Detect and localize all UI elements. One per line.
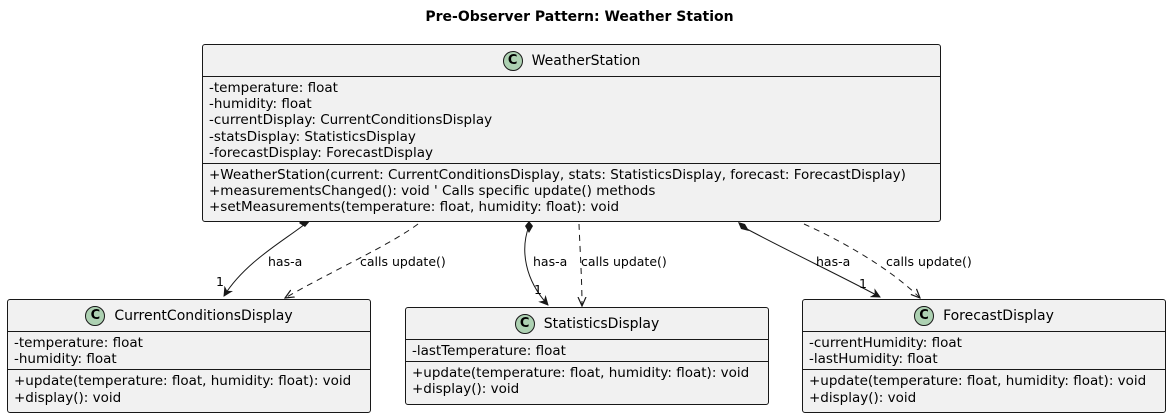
composition-label-current: has-a <box>268 254 303 269</box>
attribute: -lastTemperature: float <box>412 343 566 359</box>
composition-label-forecast: has-a <box>816 254 851 269</box>
methods-section: +update(temperature: float, humidity: fl… <box>8 369 370 407</box>
attribute: -temperature: float <box>14 335 143 351</box>
dependency-label-statistics: calls update() <box>581 254 667 269</box>
class-icon: C <box>85 305 106 326</box>
multiplicity-label-forecast: 1 <box>859 276 867 291</box>
composition-diamond-icon <box>738 222 749 231</box>
class-icon: C <box>502 50 523 71</box>
class-icon: C <box>514 313 535 334</box>
class-name: WeatherStation <box>531 52 641 69</box>
composition-diamond-icon <box>525 221 533 233</box>
methods-section: +update(temperature: float, humidity: fl… <box>803 369 1165 407</box>
attribute: -temperature: float <box>209 80 338 96</box>
attribute: -lastHumidity: float <box>809 351 938 368</box>
attribute: -humidity: float <box>14 351 117 368</box>
composition-label-statistics: has-a <box>533 254 568 269</box>
methods-section: +WeatherStation(current: CurrentConditio… <box>203 163 940 218</box>
composition-forecast <box>738 222 881 298</box>
methods-section: +update(temperature: float, humidity: fl… <box>406 361 768 399</box>
attribute: -currentHumidity: float <box>809 335 962 351</box>
multiplicity-label-statistics: 1 <box>534 282 542 297</box>
class-icon: C <box>914 305 935 326</box>
method: +display(): void <box>14 389 122 406</box>
dependency-current-conditions <box>285 223 419 298</box>
class-name: ForecastDisplay <box>943 307 1054 324</box>
class-forecast-display[interactable]: C ForecastDisplay -currentHumidity: floa… <box>802 299 1166 413</box>
attributes-section: -currentHumidity: float -lastHumidity: f… <box>803 332 1165 369</box>
class-statistics-display[interactable]: C StatisticsDisplay -lastTemperature: fl… <box>405 307 769 405</box>
method: +update(temperature: float, humidity: fl… <box>809 373 1147 390</box>
composition-statistics <box>524 221 549 306</box>
class-weather-station[interactable]: C WeatherStation -temperature: float -hu… <box>202 44 941 222</box>
class-header: C StatisticsDisplay <box>406 308 768 340</box>
class-name: StatisticsDisplay <box>543 315 660 332</box>
class-name: CurrentConditionsDisplay <box>114 307 293 324</box>
method: +setMeasurements(temperature: float, hum… <box>209 199 620 216</box>
method: +update(temperature: float, humidity: fl… <box>412 365 750 382</box>
method: +display(): void <box>809 389 917 406</box>
class-current-conditions-display[interactable]: C CurrentConditionsDisplay -temperature:… <box>7 299 371 413</box>
attribute: -forecastDisplay: ForecastDisplay <box>209 144 433 161</box>
attribute: -statsDisplay: StatisticsDisplay <box>209 128 416 145</box>
attribute: -currentDisplay: CurrentConditionsDispla… <box>209 112 493 129</box>
multiplicity-label-current: 1 <box>216 274 224 289</box>
dependency-label-forecast: calls update() <box>886 254 972 269</box>
diagram-title: Pre-Observer Pattern: Weather Station <box>425 9 734 25</box>
attributes-section: -temperature: float -humidity: float -cu… <box>203 77 940 163</box>
class-header: C WeatherStation <box>203 45 940 77</box>
class-header: C ForecastDisplay <box>803 300 1165 332</box>
method: +measurementsChanged(): void ' Calls spe… <box>209 183 656 200</box>
dependency-forecast <box>803 223 920 298</box>
method: +update(temperature: float, humidity: fl… <box>14 373 352 390</box>
attributes-section: -lastTemperature: float <box>406 340 768 361</box>
attributes-section: -temperature: float -humidity: float <box>8 332 370 369</box>
attribute: -humidity: float <box>209 96 312 113</box>
method: +display(): void <box>412 381 520 398</box>
method: +WeatherStation(current: CurrentConditio… <box>209 167 906 184</box>
class-header: C CurrentConditionsDisplay <box>8 300 370 332</box>
dependency-label-current: calls update() <box>360 254 446 269</box>
